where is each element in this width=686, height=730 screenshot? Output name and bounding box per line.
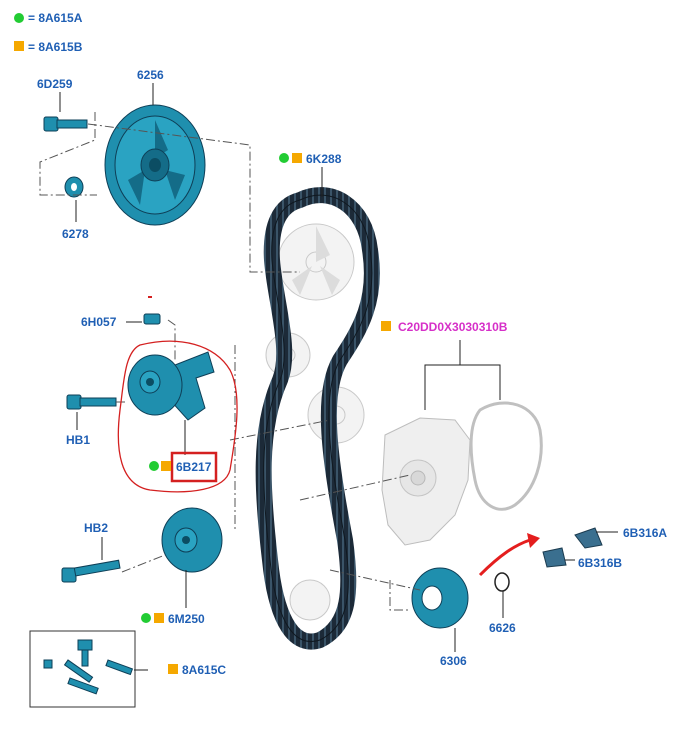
idler-6m250 — [161, 507, 223, 573]
6m250-orange-marker — [154, 613, 164, 623]
stud-6h057 — [143, 313, 161, 325]
label-6d259: 6D259 — [37, 77, 73, 91]
part-labels: 6D259 6256 6278 6K288 6H057 HB1 6B217 HB… — [37, 68, 667, 677]
legend-orange-marker — [14, 41, 24, 51]
6b217-highlight-box — [170, 451, 218, 483]
6b217-green-marker — [149, 461, 159, 471]
6b217-orange-marker — [161, 461, 171, 471]
bolt-hb2 — [61, 559, 121, 583]
legend: = 8A615A = 8A615B — [14, 11, 83, 54]
water-pump — [381, 401, 543, 546]
label-6h057: 6H057 — [81, 315, 117, 329]
8a615c-orange-marker — [168, 664, 178, 674]
label-6b316a: 6B316A — [623, 526, 667, 540]
legend-8a615b: = 8A615B — [28, 40, 83, 54]
label-8a615c: 8A615C — [182, 663, 226, 677]
6m250-green-marker — [141, 613, 151, 623]
bolt-6d259 — [43, 116, 88, 132]
status-markers — [141, 153, 391, 674]
label-6278: 6278 — [62, 227, 89, 241]
leader-lines — [59, 83, 618, 671]
keys-6b316 — [542, 527, 603, 568]
bolt-kit-box — [29, 630, 136, 708]
highlight-marks — [117, 296, 238, 493]
red-arrow — [478, 533, 540, 577]
legend-8a615a: = 8A615A — [28, 11, 83, 25]
label-6256: 6256 — [137, 68, 164, 82]
legend-green-marker — [14, 13, 24, 23]
label-6m250: 6M250 — [168, 612, 205, 626]
washer-6278 — [64, 176, 84, 198]
timing-belt — [255, 187, 380, 650]
tensioner-highlight-outline — [117, 340, 238, 493]
camshaft-pulley — [104, 104, 206, 226]
label-6626: 6626 — [489, 621, 516, 635]
bolt-hb1 — [66, 394, 117, 410]
label-6b316b: 6B316B — [578, 556, 622, 570]
label-6306: 6306 — [440, 654, 467, 668]
6k288-orange-marker — [292, 153, 302, 163]
6k288-green-marker — [279, 153, 289, 163]
label-hb2: HB2 — [84, 521, 108, 535]
label-hb1: HB1 — [66, 433, 90, 447]
label-c20dd0x3030310b: C20DD0X3030310B — [398, 320, 508, 334]
c20-orange-marker — [381, 321, 391, 331]
seal-ring-6626 — [494, 572, 510, 592]
label-6b217: 6B217 — [176, 460, 212, 474]
red-tick-mark — [148, 296, 152, 298]
crank-sprocket-6306 — [411, 567, 469, 629]
assembly-lines — [39, 112, 421, 611]
label-6k288: 6K288 — [306, 152, 342, 166]
tensioner-6b217 — [127, 351, 215, 421]
